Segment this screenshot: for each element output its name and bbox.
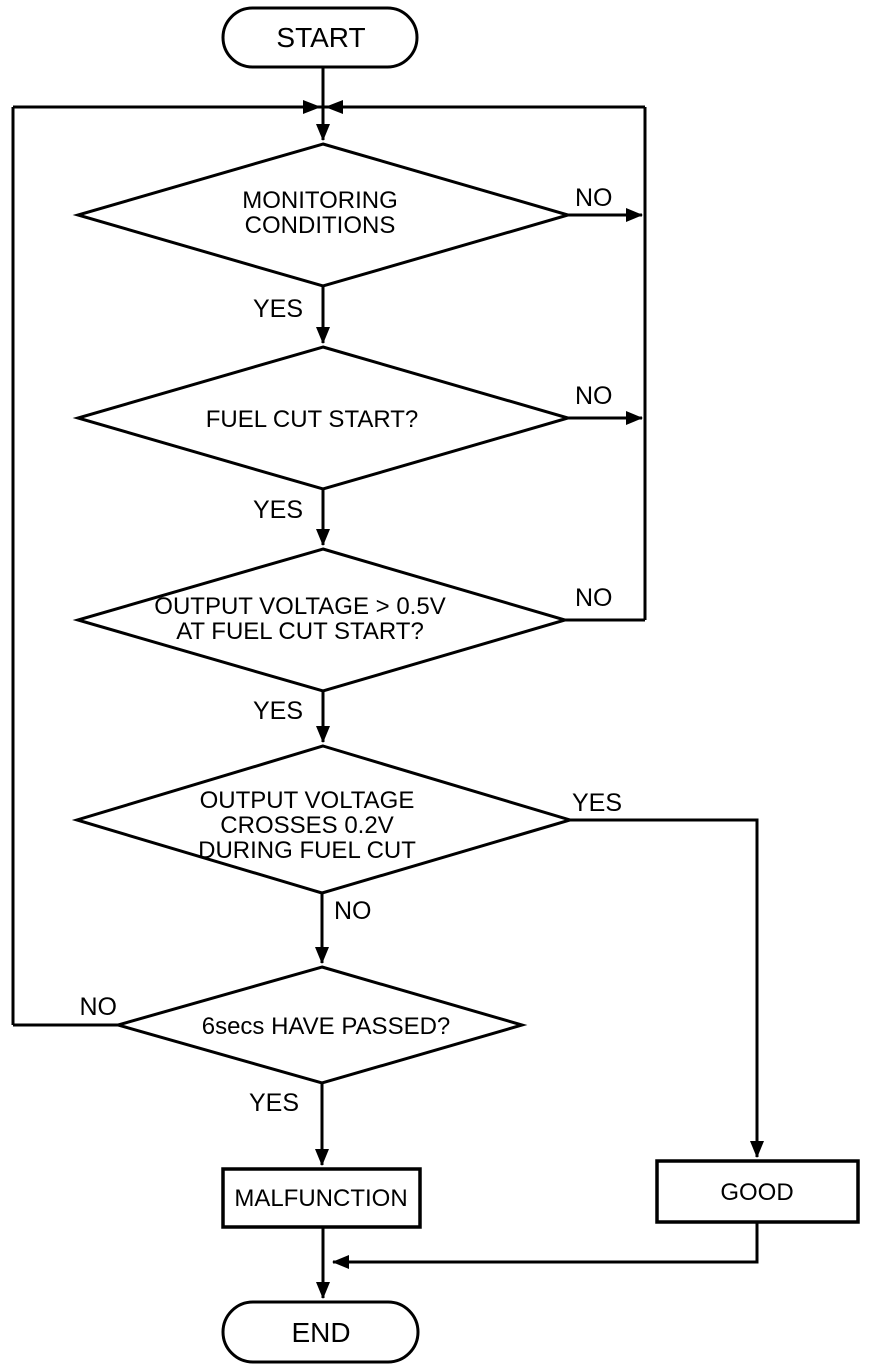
label-six-secs-yes: YES: [249, 1089, 299, 1117]
good-process-shape: [655, 1159, 860, 1224]
flow-edges: [315, 67, 764, 1299]
label-monitoring-yes: YES: [253, 295, 303, 323]
crosses-02-label-line2: CROSSES 0.2V: [220, 812, 393, 839]
good-label: GOOD: [720, 1179, 793, 1206]
end-label: END: [291, 1317, 350, 1348]
six-secs-label: 6secs HAVE PASSED?: [202, 1013, 451, 1040]
output-05-label-line1: OUTPUT VOLTAGE > 0.5V: [154, 593, 445, 620]
crosses-02-diamond-shape: [71, 744, 576, 895]
fuel-cut-diamond-shape: [72, 345, 574, 491]
label-six-secs-no: NO: [80, 993, 118, 1021]
output-05-label-line2: AT FUEL CUT START?: [176, 618, 424, 645]
output-05-diamond-shape: [72, 547, 571, 693]
monitoring-label-line2: CONDITIONS: [245, 212, 396, 239]
label-crosses-02-no: NO: [334, 897, 372, 925]
node-end: END: [221, 1300, 420, 1364]
node-decision-fuel-cut-start: FUEL CUT START?: [72, 345, 574, 491]
start-label: START: [276, 22, 365, 53]
label-output-05-no: NO: [575, 584, 613, 612]
node-process-malfunction: MALFUNCTION: [221, 1167, 422, 1229]
node-process-good: GOOD: [655, 1159, 860, 1224]
six-secs-diamond-shape: [112, 965, 528, 1085]
label-fuel-cut-yes: YES: [253, 496, 303, 524]
edge-crosses-02-yes: [570, 818, 764, 1158]
crosses-02-label-line3: DURING FUEL CUT: [198, 837, 416, 864]
malfunction-label: MALFUNCTION: [234, 1185, 407, 1212]
node-start: START: [221, 6, 419, 69]
fuel-cut-label: FUEL CUT START?: [206, 406, 418, 433]
label-monitoring-no: NO: [575, 184, 613, 212]
monitoring-diamond-shape: [72, 142, 574, 288]
monitoring-label-line1: MONITORING: [242, 187, 398, 214]
node-decision-six-secs-passed: 6secs HAVE PASSED?: [112, 965, 528, 1085]
node-decision-monitoring-conditions: MONITORING CONDITIONS: [72, 142, 574, 288]
label-fuel-cut-no: NO: [575, 382, 613, 410]
node-decision-output-voltage-02: OUTPUT VOLTAGE CROSSES 0.2V DURING FUEL …: [71, 744, 576, 895]
crosses-02-label-line1: OUTPUT VOLTAGE: [200, 787, 415, 814]
return-lines: [11, 100, 647, 1027]
junction-arrow-right-icon: [325, 100, 343, 114]
edge-labels: NO YES NO YES NO YES YES NO NO YES: [80, 184, 623, 1117]
junction-arrow-left-icon: [303, 100, 321, 114]
malfunction-process-shape: [221, 1167, 422, 1229]
label-crosses-02-yes: YES: [572, 789, 622, 817]
edge-good-to-end: [332, 1222, 759, 1269]
node-decision-output-voltage-05: OUTPUT VOLTAGE > 0.5V AT FUEL CUT START?: [72, 547, 571, 693]
start-terminator-shape: [221, 6, 419, 69]
label-output-05-yes: YES: [253, 697, 303, 725]
end-terminator-shape: [221, 1300, 420, 1364]
